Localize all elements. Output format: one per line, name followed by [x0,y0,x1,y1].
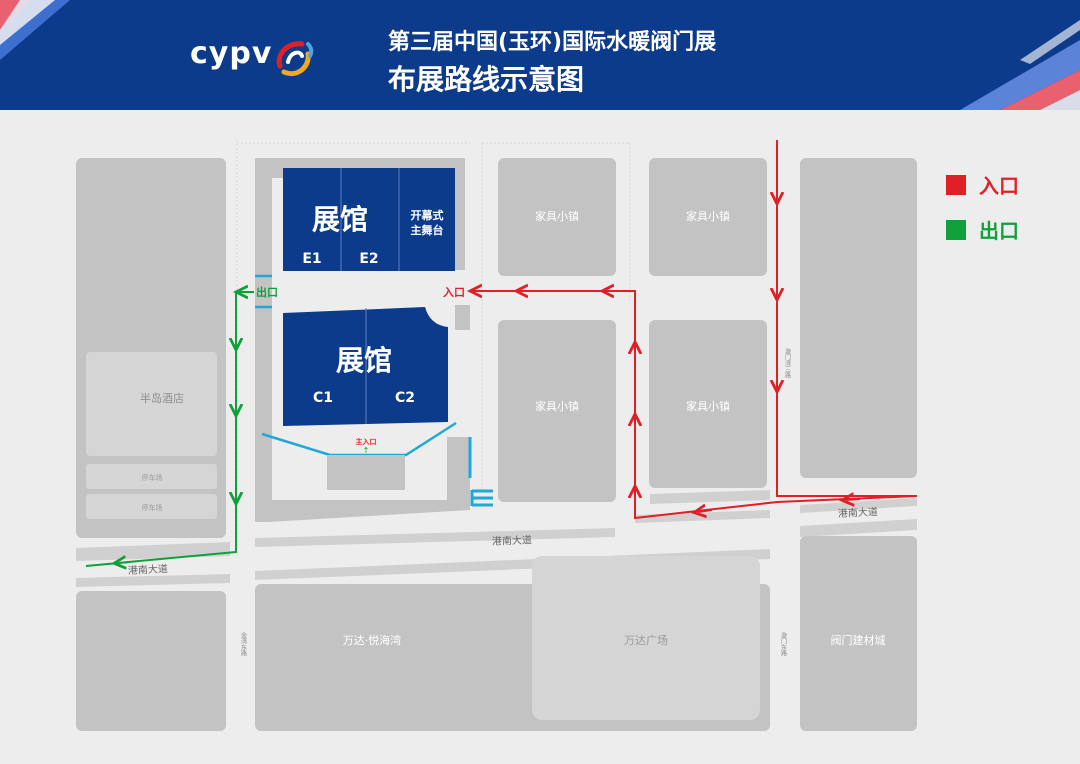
legend-entry-label: 入口 [979,174,1019,198]
road-strip [255,528,615,547]
block-furniture-3 [498,320,616,502]
header-banner: cypv 第三届中国(玉环)国际水暖阀门展 布展路线示意图 [0,0,1080,110]
legend-exit-label: 出口 [979,219,1019,243]
furniture-2-label: 家具小镇 [686,209,730,223]
main-entrance-arrow-icon: ↑ [363,446,370,455]
hall-c2-label: C2 [395,390,415,406]
road-strip [800,519,917,537]
parking-2-label: 停车场 [142,503,163,512]
block-parking-2 [86,494,217,519]
decorative-stripes [0,0,1080,110]
block-parking-1 [86,464,217,489]
parking-1-label: 停车场 [142,473,163,482]
block-furniture-4 [649,320,767,488]
hall-e1-label: E1 [302,251,321,267]
stage-label-2: 主舞台 [411,223,444,237]
entry-route [472,290,918,520]
furniture-1-label: 家具小镇 [535,209,579,223]
main-entrance-label: 主入口 [356,437,377,446]
exhibition-title: 第三届中国(玉环)国际水暖阀门展 [388,30,717,55]
hall-e2-label: E2 [359,251,378,267]
block-furniture-2 [649,158,767,276]
road-strip [76,574,230,587]
entry-marker-label: 入口 [443,286,465,299]
road-label-gangnan-center: 港南大道 [492,533,532,547]
logo-text: cypv [190,36,273,71]
block-furniture-1 [498,158,616,276]
map-title: 布展路线示意图 [388,63,585,96]
logo-icon [276,41,314,76]
block-wanda-plaza [532,556,760,720]
block-left-bottom [76,591,226,731]
road-label-vertical-right: 漩门湾三路 [784,347,791,379]
block-hotel [86,352,217,456]
stage-label-1: 开幕式 [411,208,444,222]
legend-entry-swatch [946,175,966,195]
road-label-vertical-left-bottom: 金湾东路 [240,631,247,657]
hotel-label: 半岛酒店 [140,391,184,405]
road-label-vertical-right-bottom: 漩门东路 [780,631,787,657]
furniture-3-label: 家具小镇 [535,399,579,413]
road-label-gangnan-left: 港南大道 [128,562,169,577]
entrance-building [327,455,405,490]
hall-c-label: 展馆 [336,344,392,377]
hall-c1-label: C1 [313,390,333,406]
road-strip [650,490,770,504]
legend-exit-swatch [946,220,966,240]
hall-e-label: 展馆 [312,203,368,236]
entry-route-top [776,140,917,497]
wanda-plaza-label: 万达广场 [624,633,668,647]
wanda-yuehai-label: 万达·悦海湾 [343,633,402,647]
road-strip [76,542,230,561]
valve-city-label: 阀门建材城 [831,633,886,647]
block-valve-city [800,536,917,731]
exit-marker-label: 出口 [256,285,278,299]
stairs-icon [470,489,493,507]
frame-post [455,305,470,330]
road-label-gangnan-right: 港南大道 [838,505,879,520]
road-strip [800,498,917,513]
hall-e [283,168,455,271]
furniture-4-label: 家具小镇 [686,399,730,413]
block-right-tall [800,158,917,478]
frame-stub [255,282,272,302]
